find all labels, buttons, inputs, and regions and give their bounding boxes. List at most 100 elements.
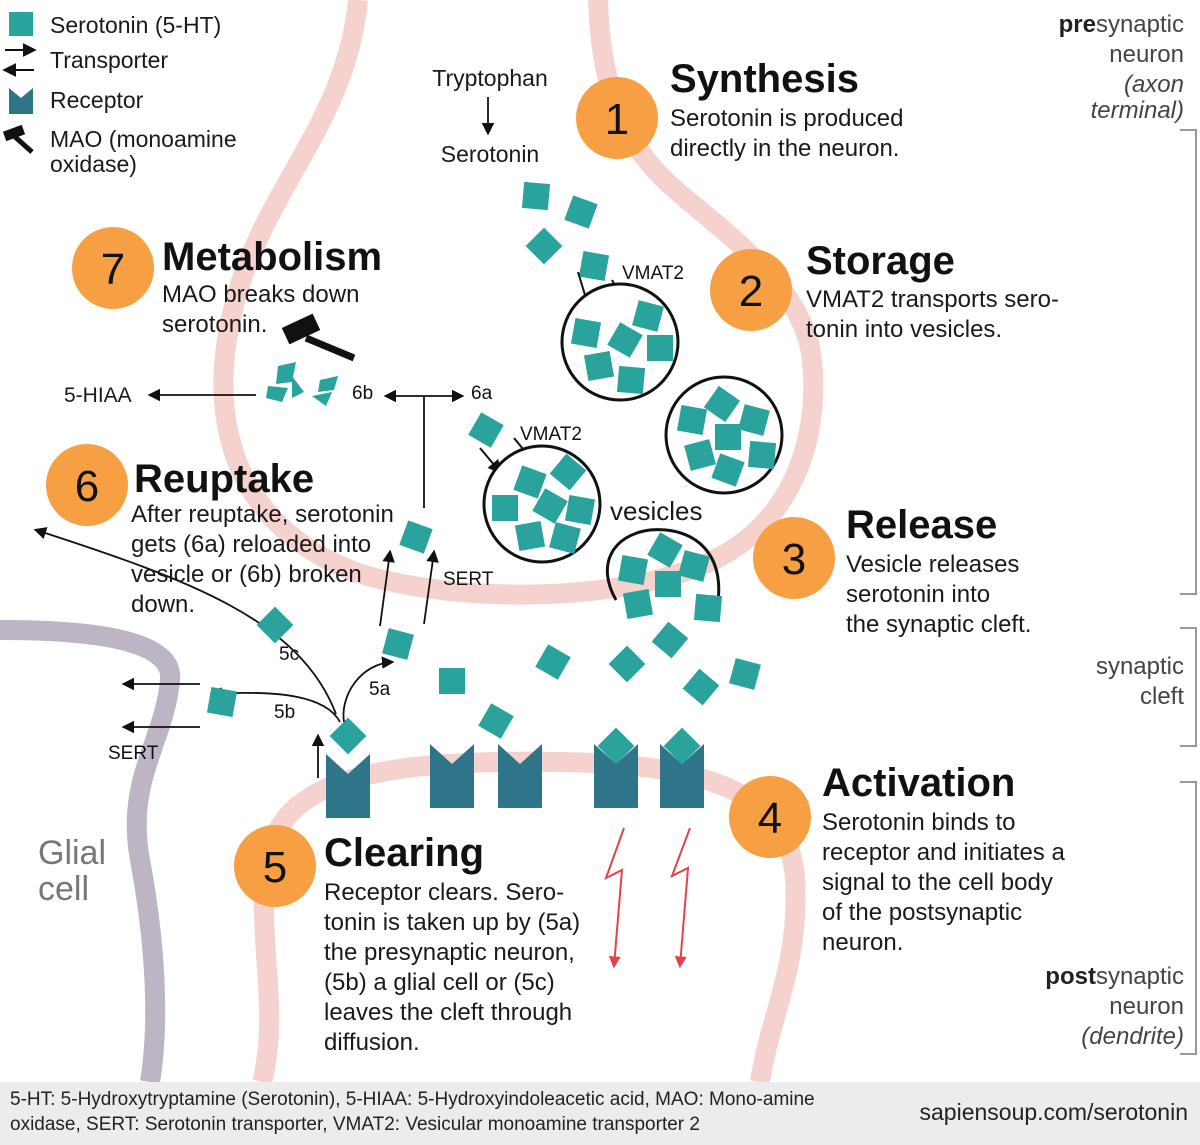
receptor-3	[498, 744, 542, 808]
legend-transporter: Transporter	[50, 47, 168, 73]
presynaptic-membrane	[213, 0, 824, 605]
metabolism-line2: serotonin.	[162, 311, 267, 338]
presynaptic-label-line3: (axon	[1124, 71, 1184, 98]
glial-cell-membrane	[0, 620, 181, 1084]
source-url[interactable]: sapiensoup.com/serotonin	[919, 1099, 1189, 1125]
step-5-number: 5	[263, 843, 287, 892]
legend-mao-line2: oxidase)	[50, 151, 137, 177]
glial-label-line1: Glial	[38, 834, 106, 872]
step-5-circle	[234, 825, 316, 907]
path-5a	[342, 656, 395, 723]
activation-title: Activation	[822, 761, 1015, 805]
synthesis-line2: directly in the neuron.	[670, 135, 899, 162]
storage-section: VMAT2 2 Storage VMAT2 transports sero- t…	[560, 239, 1059, 402]
activation-line2: receptor and initiates a	[822, 839, 1065, 866]
activation-line3: signal to the cell body	[822, 869, 1053, 896]
reuptake-line4: down.	[131, 591, 195, 618]
transporter-legend-icon	[2, 43, 37, 77]
activation-line5: neuron.	[822, 929, 903, 956]
serotonin-label: Serotonin	[441, 141, 539, 167]
release-line1: Vesicle releases	[846, 551, 1019, 578]
hammer-icon	[281, 313, 356, 362]
presynaptic-label-line2: neuron	[1109, 41, 1184, 68]
reuptake-title: Reuptake	[134, 457, 314, 501]
synthesized-serotonin	[521, 181, 610, 282]
sert-label-glial: SERT	[108, 743, 159, 764]
sert-arrow-2	[423, 549, 439, 625]
cleft-serotonin	[439, 621, 761, 739]
legend: Serotonin (5-HT) Transporter Receptor MA…	[2, 12, 237, 177]
presynaptic-label-line4: terminal)	[1091, 97, 1184, 124]
presynaptic-bracket	[1180, 129, 1197, 595]
reuptake-pathways: SERT 6a 6b	[352, 383, 494, 627]
receptor-5	[660, 744, 704, 808]
reuptake-line1: After reuptake, serotonin	[131, 501, 394, 528]
activation-line1: Serotonin binds to	[822, 809, 1015, 836]
receptor-4	[594, 744, 638, 808]
releasing-vesicle	[605, 528, 723, 623]
step-4-number: 4	[758, 794, 782, 843]
side-presynaptic: presynaptic neuron (axon terminal)	[1059, 11, 1197, 595]
postsynaptic-bracket	[1180, 781, 1197, 1055]
step-2-circle	[710, 249, 792, 331]
activation-line4: of the postsynaptic	[822, 899, 1022, 926]
clearing-line1: Receptor clears. Sero-	[324, 879, 564, 906]
receptor-2	[430, 744, 474, 808]
hammer-icon	[2, 124, 34, 154]
metabolism-section: 7 Metabolism MAO breaks down serotonin. …	[64, 227, 382, 407]
label-6a: 6a	[471, 383, 493, 404]
side-cleft: synaptic cleft	[1096, 627, 1197, 747]
abbreviations-note: 5-HT: 5-Hydroxytryptamine (Serotonin), 5…	[10, 1089, 815, 1135]
label-5b: 5b	[274, 702, 295, 723]
cleft-label-line2: cleft	[1140, 683, 1184, 710]
receptors	[326, 717, 704, 818]
reuptake-line3: vesicle or (6b) broken	[131, 561, 362, 588]
storage-line1: VMAT2 transports sero-	[806, 286, 1059, 313]
vesicle-2	[664, 375, 784, 495]
postsynaptic-membrane	[252, 751, 806, 1085]
legend-mao-line1: MAO (monoamine	[50, 126, 237, 152]
vesicle-3: VMAT2	[468, 412, 602, 564]
synthesis-line1: Serotonin is produced	[670, 105, 903, 132]
activation-section: 4 Activation Serotonin binds to receptor…	[729, 761, 1065, 956]
release-line3: the synaptic cleft.	[846, 611, 1031, 638]
storage-title: Storage	[806, 239, 955, 283]
step-7-circle	[72, 227, 154, 309]
step-2-number: 2	[739, 267, 763, 316]
footer: 5-HT: 5-Hydroxytryptamine (Serotonin), 5…	[0, 1082, 1200, 1145]
reuptake-section: 6 Reuptake After reuptake, serotonin get…	[46, 444, 394, 618]
clearing-line4: (5b) a glial cell or (5c)	[324, 969, 555, 996]
metabolism-title: Metabolism	[162, 235, 382, 279]
clearing-title: Clearing	[324, 831, 484, 875]
label-5a: 5a	[369, 679, 391, 700]
vesicles-label: vesicles	[610, 496, 702, 526]
step-7-number: 7	[101, 245, 125, 294]
legend-serotonin: Serotonin (5-HT)	[50, 12, 221, 38]
receptor-legend-icon	[9, 88, 33, 114]
lightning-icon	[604, 827, 691, 969]
release-line2: serotonin into	[846, 581, 990, 608]
vmat2-label-lower: VMAT2	[520, 424, 582, 445]
postsynaptic-label-line3: (dendrite)	[1081, 1023, 1184, 1050]
step-4-circle	[729, 776, 811, 858]
label-5c: 5c	[279, 644, 299, 665]
step-1-circle	[576, 77, 658, 159]
metabolism-line1: MAO breaks down	[162, 281, 359, 308]
reuptake-line2: gets (6a) reloaded into	[131, 531, 371, 558]
clearing-line2: tonin is taken up by (5a)	[324, 909, 580, 936]
synthesis-title: Synthesis	[670, 57, 859, 101]
clearing-section: 5 Clearing Receptor clears. Sero- tonin …	[234, 825, 580, 1056]
release-section: 3 Release Vesicle releases serotonin int…	[753, 503, 1031, 638]
step-6-circle	[46, 444, 128, 526]
postsynaptic-label-line1: postsynaptic	[1045, 963, 1184, 990]
tryptophan-label: Tryptophan	[432, 65, 548, 91]
label-6b: 6b	[352, 383, 373, 404]
sert-arrow-1	[379, 549, 395, 627]
cleft-label-line1: synaptic	[1096, 653, 1184, 680]
clearing-line6: diffusion.	[324, 1029, 420, 1056]
path-5c	[33, 527, 337, 715]
step-1-number: 1	[605, 95, 629, 144]
vmat2-label-upper: VMAT2	[622, 263, 684, 284]
serotonin-legend-icon	[9, 12, 33, 36]
postsynaptic-label-line2: neuron	[1109, 993, 1184, 1020]
